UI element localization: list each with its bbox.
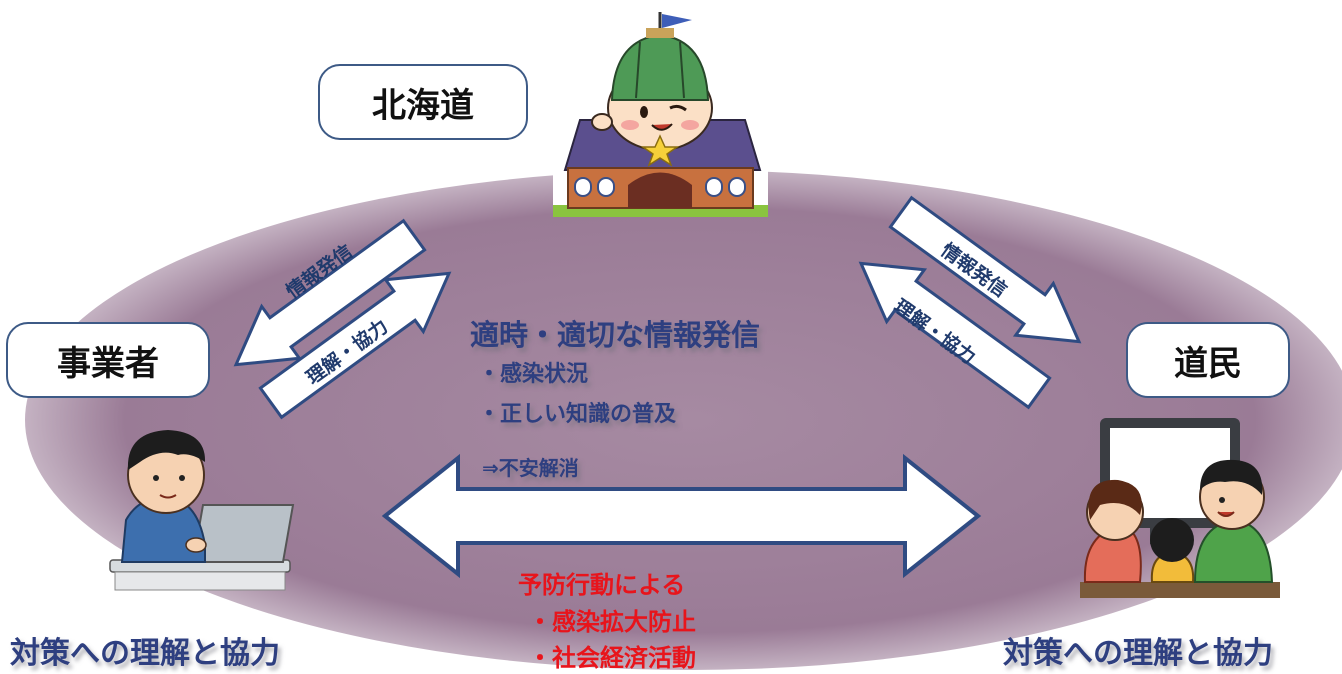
- center-item-2: ・正しい知識の普及: [478, 402, 677, 427]
- prevention-item-2: ・社会経済活動: [528, 644, 696, 672]
- double-arrow: [381, 453, 982, 579]
- arrow-right-lower: [858, 261, 1052, 410]
- node-residents: 道民: [1126, 322, 1290, 398]
- prevention-title: 予防行動による: [518, 571, 686, 599]
- center-result: ⇒不安解消: [482, 456, 579, 480]
- person-at-laptop-icon: [109, 430, 295, 591]
- caption-right: 対策への理解と協力: [1003, 636, 1273, 671]
- center-title: 適時・適切な情報発信: [470, 318, 761, 352]
- arrow-left-upper: [233, 218, 427, 367]
- mascot-on-building-icon: [553, 10, 768, 217]
- arrow-left-lower: [258, 271, 452, 420]
- caption-left: 対策への理解と協力: [10, 636, 280, 671]
- center-item-1: ・感染状況: [478, 362, 589, 387]
- prevention-item-1: ・感染拡大防止: [528, 608, 696, 636]
- arrow-right-upper: [888, 195, 1082, 344]
- node-hokkaido: 北海道: [318, 64, 528, 140]
- family-watching-tv-icon: [1080, 418, 1280, 598]
- node-business: 事業者: [6, 322, 210, 398]
